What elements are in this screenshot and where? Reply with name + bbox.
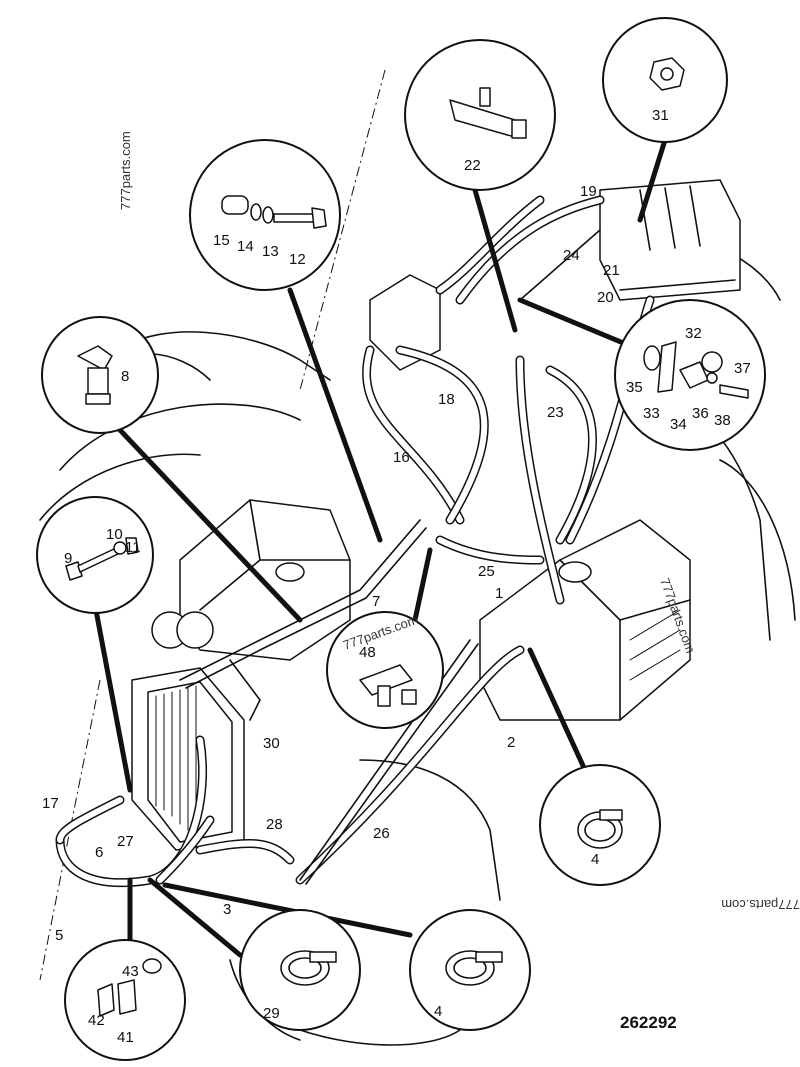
callout-23: 23	[547, 404, 564, 421]
callout-18: 18	[438, 391, 455, 408]
callout-5: 5	[55, 927, 63, 944]
detail-bubble-29	[239, 909, 361, 1031]
detail-bubble-4-right	[539, 764, 661, 886]
callout-20: 20	[597, 289, 614, 306]
callout-32: 32	[685, 325, 702, 342]
drawing-number: 262292	[620, 1013, 677, 1032]
callout-3: 3	[223, 901, 231, 918]
callout-30: 30	[263, 735, 280, 752]
callout-24: 24	[563, 247, 580, 264]
callout-15: 15	[213, 232, 230, 249]
callout-48: 48	[359, 644, 376, 661]
detail-bubble-8	[41, 316, 159, 434]
detail-bubble-4-bottom	[409, 909, 531, 1031]
callout-11: 11	[125, 539, 141, 556]
detail-bubble-bolt	[189, 139, 341, 291]
callout-36: 36	[692, 405, 709, 422]
watermark: 777parts.com	[721, 897, 800, 912]
callout-19: 19	[580, 183, 597, 200]
callout-16: 16	[393, 449, 410, 466]
callout-7: 7	[372, 593, 380, 610]
control-valve-left	[369, 274, 441, 371]
callout-1: 1	[495, 585, 503, 602]
callout-33: 33	[643, 405, 660, 422]
control-valve-top	[599, 179, 741, 301]
callout-27: 27	[117, 833, 134, 850]
callout-2: 2	[507, 734, 515, 751]
callout-35: 35	[626, 379, 643, 396]
oil-cooler	[131, 667, 245, 851]
callout-38: 38	[714, 412, 731, 429]
callout-42: 42	[88, 1012, 105, 1029]
callout-labels: 1 2 3 4 4 5 6 7 8 9 10 11 12 13 14 15 16…	[42, 107, 751, 1046]
hydraulic-tank	[479, 519, 691, 721]
callout-21: 21	[603, 262, 620, 279]
detail-bubble-22	[404, 39, 556, 191]
detail-bubble-bracket	[64, 939, 186, 1061]
callout-8: 8	[121, 368, 129, 385]
callout-43: 43	[122, 963, 139, 980]
callout-31: 31	[652, 107, 669, 124]
callout-25: 25	[478, 563, 495, 580]
callout-17: 17	[42, 795, 59, 812]
callout-37: 37	[734, 360, 751, 377]
detail-bubble-48	[326, 611, 444, 729]
callout-41: 41	[117, 1029, 134, 1046]
callout-22: 22	[464, 157, 481, 174]
callout-4-right: 4	[591, 851, 599, 868]
detail-bubble-screw	[36, 496, 154, 614]
callout-13: 13	[262, 243, 279, 260]
detail-bubble-clamp	[614, 299, 766, 451]
callout-34: 34	[670, 416, 687, 433]
leader-lines	[92, 137, 668, 958]
callout-29: 29	[263, 1005, 280, 1022]
callout-14: 14	[237, 238, 254, 255]
watermark: 777parts.com	[118, 131, 133, 210]
detail-bubble-31	[602, 17, 728, 143]
callout-9: 9	[64, 550, 72, 567]
callout-28: 28	[266, 816, 283, 833]
callout-4-bottom: 4	[434, 1003, 442, 1020]
callout-10: 10	[106, 526, 123, 543]
callout-26: 26	[373, 825, 390, 842]
callout-6: 6	[95, 844, 103, 861]
callout-12: 12	[289, 251, 306, 268]
